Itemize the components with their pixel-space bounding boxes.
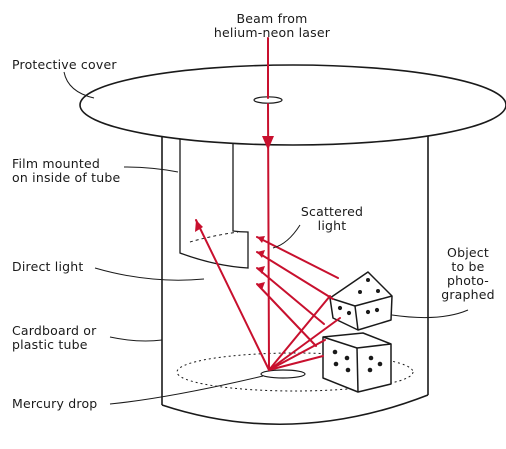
film-inner-dashed	[189, 231, 239, 243]
protective-cover-leader	[63, 71, 95, 99]
tube-label: Cardboard or plastic tube	[12, 324, 97, 352]
reflected-ray-1	[256, 236, 339, 279]
protective-cover-label: Protective cover	[12, 57, 117, 72]
tube-bottom-back	[176, 352, 414, 392]
film-label: Film mounted on inside of tube	[12, 157, 120, 185]
object-label-line-3: photo-	[447, 273, 489, 288]
beam-label: Beam from helium-neon laser	[208, 12, 336, 40]
scatter-ray-3	[268, 339, 326, 371]
scattered-light-leader	[272, 224, 301, 249]
tube-label-line-2: plastic tube	[12, 337, 88, 352]
reflected-ray-2	[256, 251, 334, 300]
scatter-ray-2	[268, 317, 341, 371]
beam-arrowhead	[262, 136, 274, 150]
object-leader	[391, 309, 469, 319]
object-label-line-4: graphed	[441, 287, 495, 302]
protective-cover-disc	[79, 64, 506, 146]
dice-pips	[332, 278, 383, 373]
reflected-arrowhead-1	[257, 236, 265, 243]
reflected-ray-3	[256, 267, 325, 325]
direct-light-leader	[94, 267, 205, 281]
leader-lines	[63, 71, 469, 405]
beam-label-line-1: Beam from	[236, 11, 308, 26]
laser-beams	[195, 37, 341, 371]
reflected-ray-4	[256, 283, 317, 347]
scatter-ray-1	[268, 295, 331, 371]
reflected-arrowhead-2	[257, 250, 265, 258]
film-label-line-2: on inside of tube	[12, 170, 121, 185]
tube-leader	[109, 336, 163, 342]
scatter-ray-4	[268, 355, 324, 371]
scattered-light-line-1: Scattered	[300, 204, 364, 219]
scattered-light-label: Scattered light	[290, 205, 374, 233]
object-label: Object to be photo- graphed	[438, 246, 498, 302]
tube-bottom-front	[161, 394, 429, 426]
scattered-light-line-2: light	[317, 218, 347, 233]
direct-light-label: Direct light	[12, 259, 84, 274]
reflected-arrowhead-4	[257, 282, 265, 290]
film-outline	[179, 118, 249, 269]
mercury-drop-label: Mercury drop	[12, 396, 98, 411]
object-label-line-2: to be	[451, 259, 485, 274]
dice-object	[322, 271, 393, 393]
reflected-arrowhead-3	[257, 266, 265, 274]
direct-light-ray	[195, 219, 270, 371]
laser-arrowheads	[195, 136, 274, 290]
beam-label-line-2: helium-neon laser	[213, 25, 331, 40]
mercury-leader	[109, 375, 264, 405]
direct-light-arrowhead	[195, 220, 203, 232]
tube-label-line-1: Cardboard or	[12, 323, 97, 338]
mercury-drop	[260, 369, 306, 379]
film-leader	[123, 166, 179, 173]
object-label-line-1: Object	[447, 245, 489, 260]
film-label-line-1: Film mounted	[12, 156, 100, 171]
